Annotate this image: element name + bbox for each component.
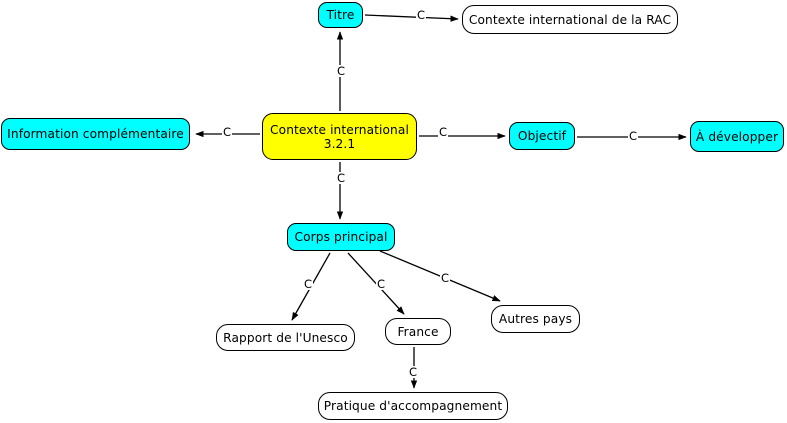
node-objectif[interactable]: Objectif	[509, 122, 575, 150]
node-autres[interactable]: Autres pays	[491, 305, 580, 333]
node-info[interactable]: Information complémentaire	[1, 118, 190, 150]
edge-label-root-to-info: C	[222, 125, 233, 139]
node-rac[interactable]: Contexte international de la RAC	[462, 5, 678, 34]
node-developper[interactable]: À développer	[690, 121, 784, 152]
node-label-autres: Autres pays	[498, 312, 573, 326]
node-label-titre: Titre	[326, 8, 355, 22]
node-label-developper: À développer	[695, 129, 779, 144]
edge-label-corps-to-autres: C	[440, 271, 451, 285]
node-titre[interactable]: Titre	[318, 2, 363, 28]
node-label-france: France	[397, 324, 439, 339]
node-label-info: Information complémentaire	[7, 127, 184, 141]
node-label-rapport: Rapport de l'Unesco	[223, 330, 348, 345]
node-corps[interactable]: Corps principal	[287, 223, 395, 251]
node-root[interactable]: Contexte international 3.2.1	[262, 113, 417, 160]
node-pratique[interactable]: Pratique d'accompagnement	[318, 392, 508, 420]
edge-titre-to-rac	[364, 14, 459, 22]
edge-label-root-to-objectif: C	[438, 125, 449, 139]
edge-label-root-to-titre: C	[336, 64, 347, 78]
node-label-root: Contexte international 3.2.1	[270, 122, 409, 151]
edge-label-objectif-to-developper: C	[628, 129, 639, 143]
edge-label-titre-to-rac: C	[416, 8, 427, 22]
node-rapport[interactable]: Rapport de l'Unesco	[216, 324, 355, 351]
node-label-corps: Corps principal	[294, 230, 388, 244]
edge-label-france-to-pratique: C	[408, 365, 419, 379]
edge-label-corps-to-france: C	[376, 277, 387, 291]
node-label-pratique: Pratique d'accompagnement	[323, 399, 503, 413]
node-label-rac: Contexte international de la RAC	[468, 12, 672, 27]
edge-label-corps-to-rapport: C	[303, 277, 314, 291]
node-label-objectif: Objectif	[517, 129, 567, 143]
edge-label-root-to-corps: C	[336, 171, 347, 185]
node-france[interactable]: France	[385, 318, 451, 345]
